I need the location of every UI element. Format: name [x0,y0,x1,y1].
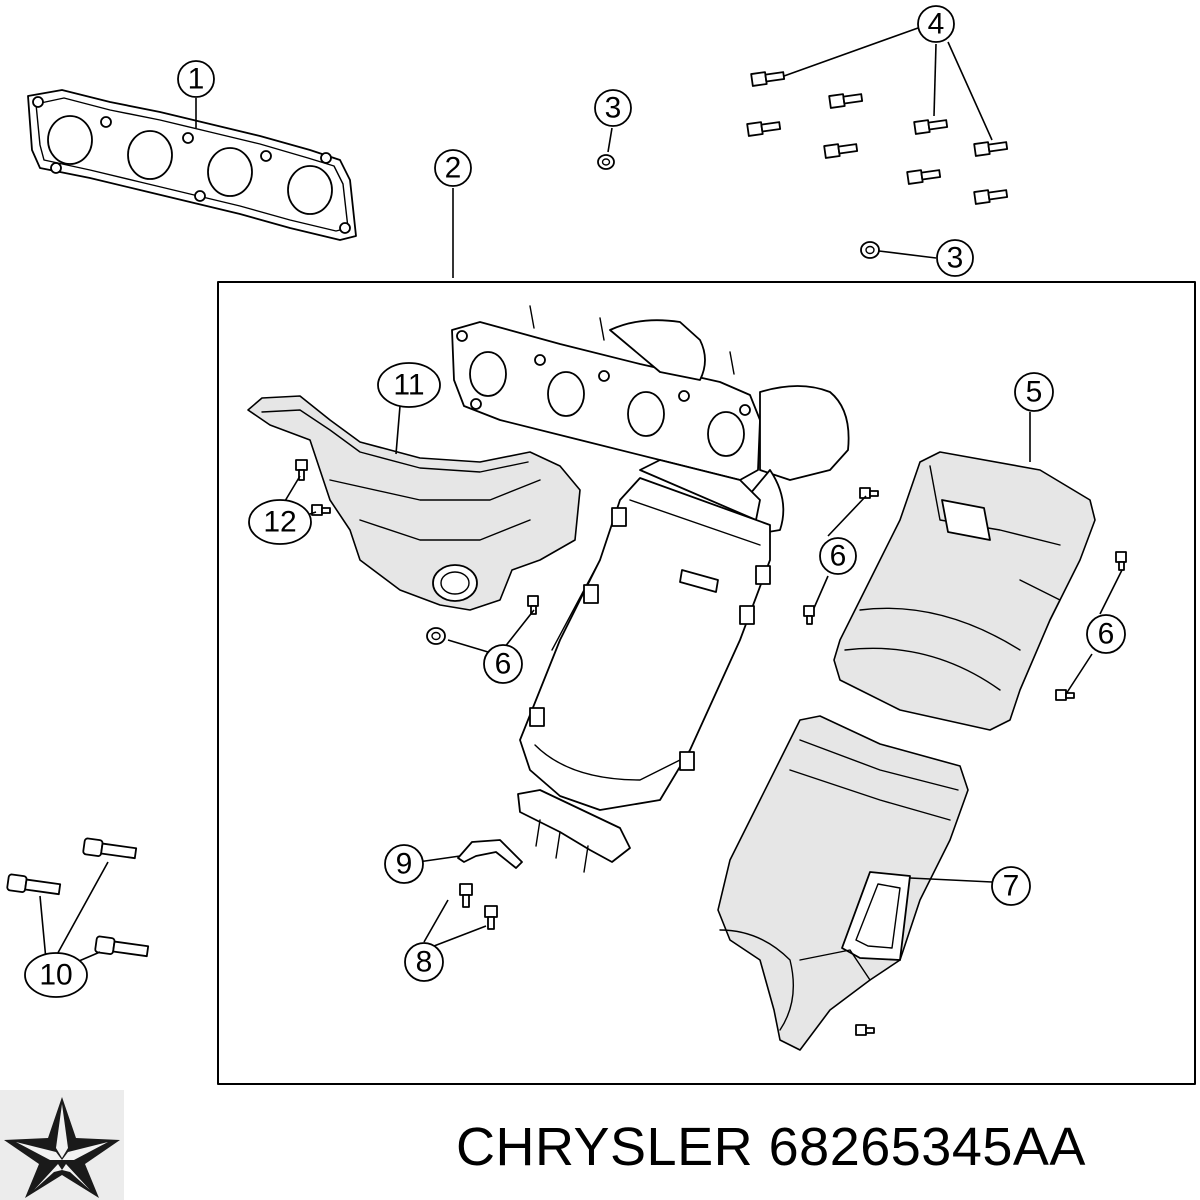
callout-9: 9 [384,844,424,884]
mounting-studs [6,837,150,958]
callout-12-label: 12 [263,506,296,539]
callout-4: 4 [917,5,955,43]
upper-heat-shield [247,395,581,611]
callout-10: 10 [24,952,88,998]
callout-9-label: 9 [396,848,413,881]
callout-7: 7 [991,866,1031,906]
callout-2: 2 [434,149,472,187]
exhaust-manifold-converter [451,305,850,873]
callout-1: 1 [177,60,215,98]
callout-3-upper-label: 3 [605,92,622,125]
converter-lower-shield [717,715,969,1051]
callout-1-label: 1 [188,63,205,96]
bracket-bolts [459,883,498,930]
heat-shield-bolt-b [311,504,331,516]
callout-5: 5 [1014,372,1054,412]
callout-8: 8 [404,942,444,982]
chrysler-pentastar-icon [0,1090,124,1200]
leader-lines [39,27,1123,965]
callout-3-right-label: 3 [947,242,964,275]
callout-6-right-label: 6 [1098,618,1115,651]
callout-6-center-label: 6 [830,540,847,573]
callout-5-label: 5 [1026,376,1043,409]
callout-2-label: 2 [445,152,462,185]
shield-bolts [426,487,1127,701]
callout-3-right: 3 [936,239,974,277]
callout-11-label: 11 [393,369,424,402]
callout-6-center: 6 [819,537,857,575]
stud-bolt-group [746,71,1009,205]
brand-name: CHRYSLER [456,1117,754,1177]
callout-7-label: 7 [1003,870,1020,903]
callout-6-left: 6 [483,644,523,684]
part-caption: CHRYSLER 68265345AA [456,1112,1086,1182]
callout-6-right: 6 [1086,614,1126,654]
assembly-frame [217,281,1196,1085]
nut-upper [597,154,615,170]
callout-12: 12 [248,499,312,545]
callout-11: 11 [377,362,441,408]
callout-3-upper: 3 [594,89,632,127]
callout-10-label: 10 [39,959,72,992]
nut-right [860,241,880,259]
converter-upper-shield [833,451,1096,731]
callout-6-left-label: 6 [495,648,512,681]
support-bracket [457,839,523,869]
callout-8-label: 8 [416,946,433,979]
part-number: 68265345AA [768,1117,1086,1177]
manifold-gasket [27,89,357,241]
callout-4-label: 4 [928,8,945,41]
heat-shield-bolt-a [295,459,308,481]
lower-shield-bolt [855,1024,875,1036]
